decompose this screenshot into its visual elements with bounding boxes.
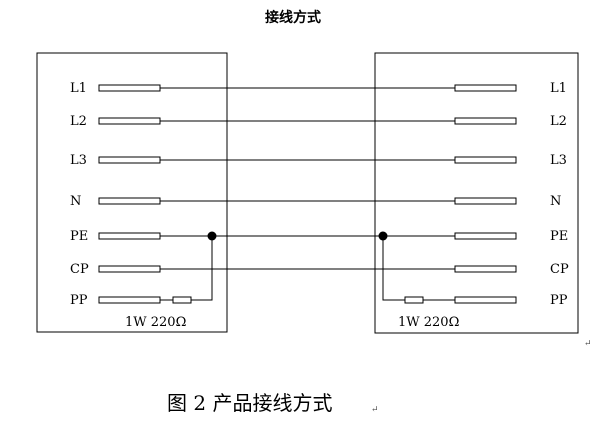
- left-terminal-l1: [98, 84, 161, 92]
- left-pin-label-pp: PP: [70, 293, 88, 308]
- diagram-title: 接线方式: [265, 9, 321, 26]
- left-connector-box: [36, 52, 228, 333]
- left-pe-junction: [207, 231, 217, 241]
- right-resistor-label: 1W 220Ω: [398, 315, 459, 330]
- left-terminal-pp: [98, 296, 161, 304]
- right-pe-junction: [378, 231, 388, 241]
- left-terminal-cp: [98, 265, 161, 273]
- left-pin-label-l1: L1: [70, 81, 87, 96]
- left-pin-label-pe: PE: [70, 229, 88, 244]
- right-terminal-l2: [454, 117, 517, 125]
- left-terminal-l2: [98, 117, 161, 125]
- right-pin-label-l1: L1: [550, 81, 567, 96]
- left-terminal-n: [98, 197, 161, 205]
- right-terminal-n: [454, 197, 517, 205]
- right-terminal-cp: [454, 265, 517, 273]
- right-pin-label-n: N: [550, 194, 561, 209]
- paragraph-mark: ↵: [584, 339, 592, 349]
- wire-layer: [160, 87, 455, 304]
- right-pin-label-pp: PP: [550, 293, 568, 308]
- left-terminal-pe: [98, 232, 161, 240]
- left-resistor-link: [191, 236, 213, 301]
- right-resistor-link: [382, 236, 405, 301]
- left-terminal-l3: [98, 156, 161, 164]
- left-resistor-label: 1W 220Ω: [125, 315, 186, 330]
- right-terminal-l3: [454, 156, 517, 164]
- left-pin-label-l2: L2: [70, 114, 87, 129]
- right-pin-label-l2: L2: [550, 114, 567, 129]
- right-terminal-l1: [454, 84, 517, 92]
- right-terminal-pe: [454, 232, 517, 240]
- left-pin-label-cp: CP: [70, 262, 89, 277]
- right-connector-box: [374, 52, 579, 334]
- right-pin-label-l3: L3: [550, 153, 567, 168]
- left-pin-label-n: N: [70, 194, 81, 209]
- left-pin-label-l3: L3: [70, 153, 87, 168]
- left-resistor: [172, 296, 192, 304]
- right-pin-label-pe: PE: [550, 229, 568, 244]
- figure-caption: 图 2 产品接线方式: [167, 391, 332, 415]
- right-resistor: [404, 296, 424, 304]
- caption-paragraph-mark: ↵: [371, 405, 379, 415]
- right-pin-label-cp: CP: [550, 262, 569, 277]
- right-terminal-pp: [454, 296, 517, 304]
